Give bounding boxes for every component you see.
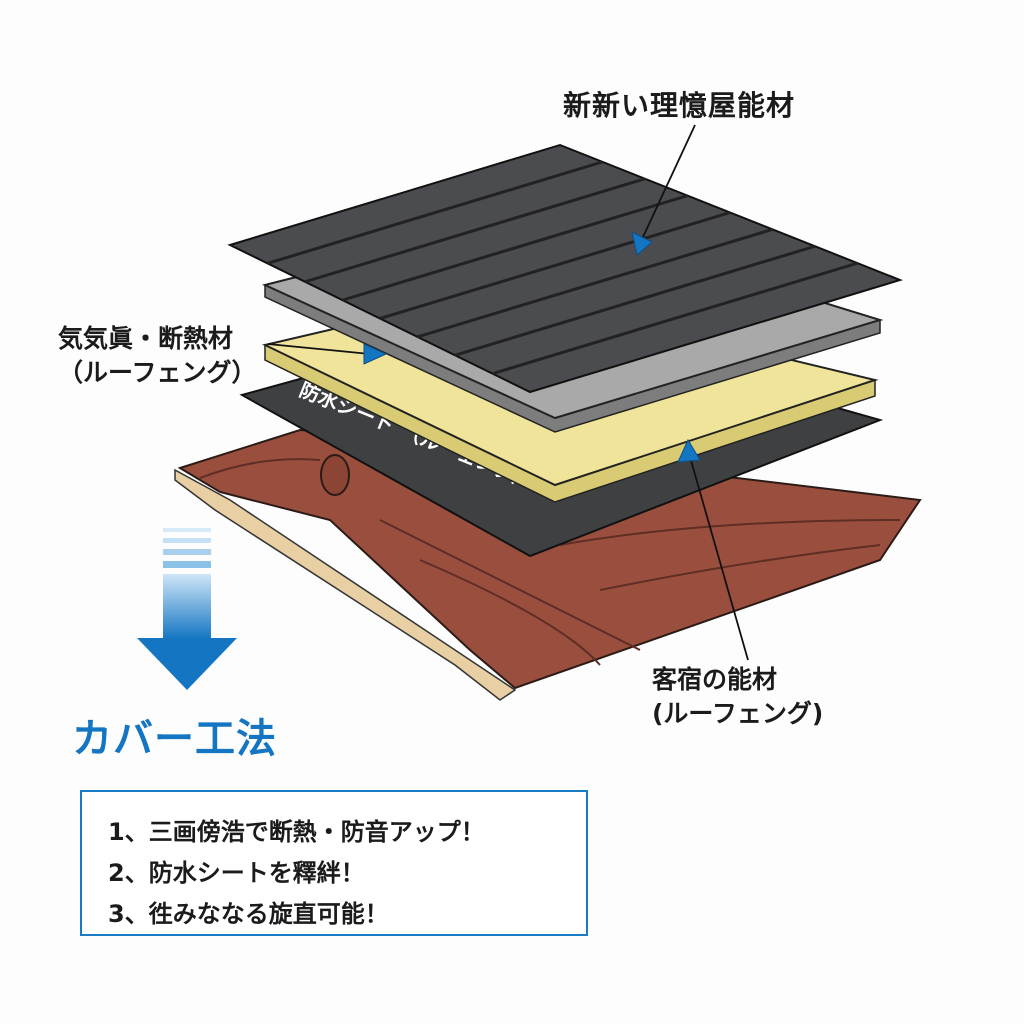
ridge-tile <box>320 454 350 496</box>
insulation-label-line1: 気気眞・断熱材 <box>58 324 234 353</box>
pointer-arrow-insulation <box>363 343 388 365</box>
old-roof-label: 客宿の能材 (ルーフェング) <box>652 663 823 731</box>
down-arrow-icon <box>137 528 237 690</box>
metal-roof-ribs <box>267 160 858 376</box>
benefits-box: 1、三画傍浩で断熱・防音アップ！ 2、防水シートを釋絆！ 3、徃みななる旋直可能… <box>80 790 588 936</box>
metal-rib <box>454 244 816 357</box>
metal-rib <box>267 160 603 265</box>
pointer-arrows <box>363 231 701 463</box>
insulation-label: 気気眞・断熱材 （ルーフェング） <box>58 322 257 390</box>
pointer-arrow-old-roof <box>677 438 701 463</box>
metal-rib <box>379 211 731 320</box>
old-roof-label-line2: (ルーフェング) <box>652 699 824 728</box>
metal-rib <box>417 227 773 339</box>
wood-rafter <box>174 468 517 701</box>
benefit-item: 3、徃みななる旋直可能！ <box>108 900 389 928</box>
new-roof-label: 新新い理憶屋能材 <box>563 89 796 122</box>
tile-rows <box>199 458 901 666</box>
new-metal-roof <box>227 143 904 394</box>
leader-lines <box>267 124 749 661</box>
benefit-item: 1、三画傍浩で断熱・防音アップ！ <box>108 818 485 846</box>
benefit-item: 2、防水シートを釋絆！ <box>108 859 365 887</box>
pointer-arrow-new-roof <box>631 231 653 256</box>
old-roof-label-line1: 客宿の能材 <box>652 665 778 694</box>
metal-rib <box>342 194 688 302</box>
metal-rib <box>304 177 646 284</box>
metal-rib <box>492 261 858 376</box>
insulation-label-line2: （ルーフェング） <box>58 358 257 387</box>
method-title: カバー工法 <box>72 716 277 762</box>
